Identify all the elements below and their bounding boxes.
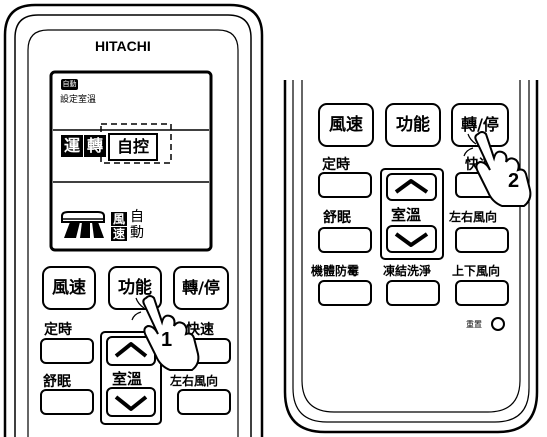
swing-lr-button-2[interactable] [455,227,509,253]
swing-ud-button[interactable] [455,280,509,306]
on-off-button[interactable]: 轉/停 [173,266,229,310]
temp-rocker [100,331,162,425]
lcd-fan-badge-bottom: 速 [111,227,127,241]
function-button[interactable]: 功能 [108,266,162,310]
swing-lr-button[interactable] [177,389,231,415]
sleep-label-2: 舒眠 [323,210,351,226]
brand-logo: HITACHI [95,38,151,54]
down-arrow-icon [114,395,148,411]
timer-label: 定時 [44,322,72,338]
reset-button[interactable] [491,317,505,331]
temp-rocker-2 [380,168,444,260]
timer-button-2[interactable] [318,172,372,198]
step-number-2: 2 [508,170,520,192]
swing-ud-label: 上下風向 [452,264,501,278]
timer-label-2: 定時 [322,157,350,173]
function-button-2[interactable]: 功能 [385,103,441,147]
lcd-mode-turn: 轉 [84,135,106,157]
reset-label: 重置 [466,320,482,329]
lcd-set-temp-label: 設定室溫 [60,95,97,105]
up-arrow-icon [114,342,148,358]
fan-speed-button-2[interactable]: 風速 [318,103,374,147]
lcd-fan-badge-top: 風 [111,212,127,226]
indoor-unit-icon [61,211,105,238]
lcd-fan-text-top: 自 [130,209,144,225]
lcd-mode-auto: 自控 [108,133,158,161]
room-temp-label-2: 室溫 [391,206,422,224]
lcd-mode-run: 運 [61,135,83,157]
temp-down-button-2[interactable] [386,225,437,253]
freeze-wash-button[interactable] [386,280,440,306]
room-temp-label: 室溫 [112,370,143,388]
pointing-hand-icon [463,131,532,207]
fan-speed-button[interactable]: 風速 [42,266,96,310]
down-arrow-icon [394,232,429,247]
self-clean-label: 機體防霉 [311,264,360,278]
sleep-button-2[interactable] [318,227,372,253]
swing-lr-label-2: 左右風向 [449,210,498,224]
freeze-wash-label: 凍結洗淨 [383,264,432,278]
turbo-label: 快速 [186,322,214,338]
temp-up-button-2[interactable] [386,173,437,201]
timer-button[interactable] [40,338,94,364]
self-clean-button[interactable] [318,280,372,306]
lcd-auto-badge: 自動 [61,79,78,90]
step-number-1: 1 [161,329,173,351]
up-arrow-icon [394,179,429,194]
pointing-hand-icon [131,295,200,371]
sleep-label: 舒眠 [43,374,71,390]
lcd-fan-text-bottom: 動 [130,225,144,241]
swing-lr-label: 左右風向 [170,374,219,388]
sleep-button[interactable] [40,389,94,415]
temp-down-button[interactable] [106,387,156,417]
